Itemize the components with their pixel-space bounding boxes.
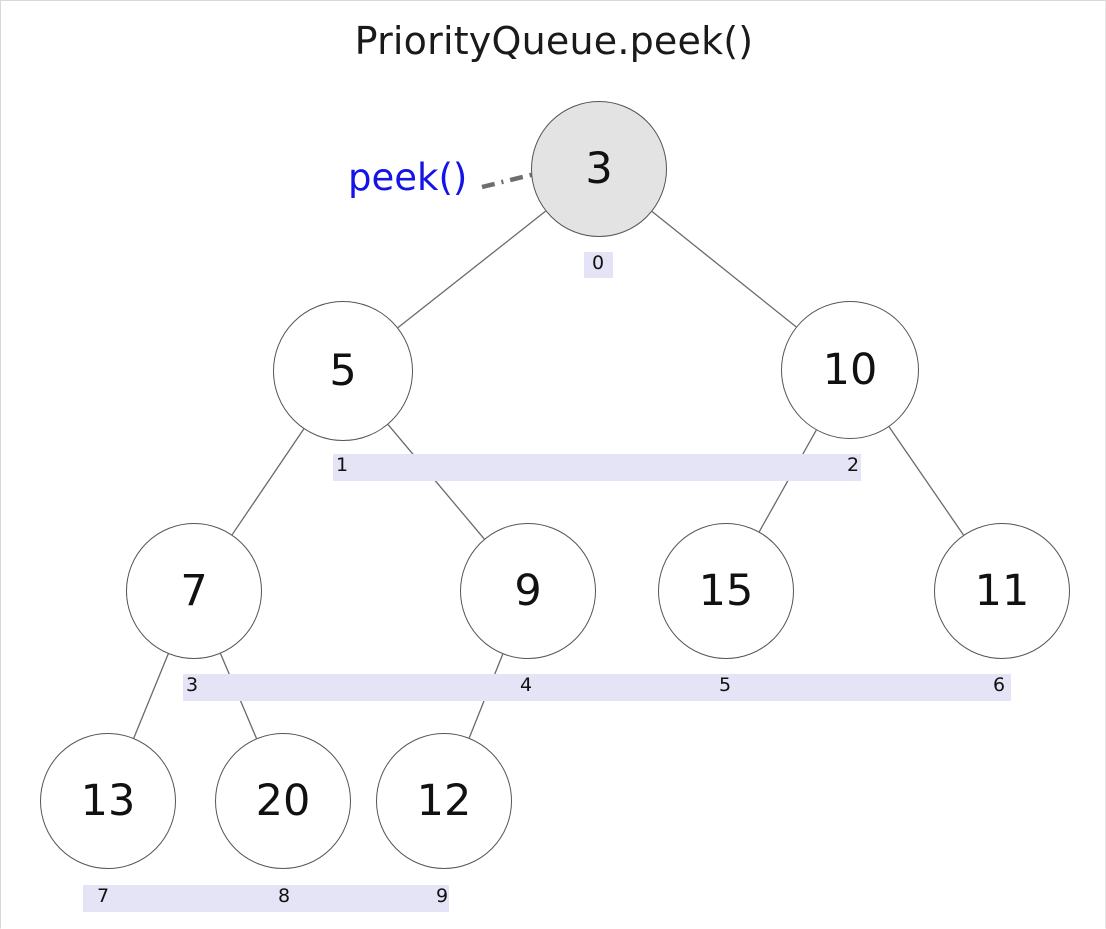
node-value: 12: [416, 775, 472, 826]
node-value: 9: [514, 565, 542, 616]
array-index-label-0: 0: [591, 252, 606, 274]
node-value: 5: [329, 345, 357, 396]
tree-edge-1-3: [231, 428, 305, 536]
array-index-label-4: 4: [519, 674, 534, 696]
tree-edge-0-2: [651, 210, 797, 328]
node-value: 15: [698, 565, 754, 616]
array-index-label-7: 7: [96, 885, 111, 907]
tree-node-2[interactable]: 10: [781, 301, 919, 439]
array-index-label-9: 9: [435, 885, 450, 907]
page-title: PriorityQueue.peek(): [354, 19, 754, 63]
tree-node-5[interactable]: 15: [658, 523, 794, 659]
tree-node-7[interactable]: 13: [40, 733, 176, 869]
peek-annotation-label: peek(): [348, 156, 468, 199]
tree-node-6[interactable]: 11: [934, 523, 1070, 659]
tree-node-9[interactable]: 12: [376, 733, 512, 869]
node-value: 7: [180, 565, 208, 616]
node-value: 10: [822, 344, 878, 395]
index-band-level-3: [83, 885, 449, 912]
index-band-level-1: [333, 454, 861, 481]
node-value: 13: [80, 775, 136, 826]
array-index-label-1: 1: [335, 454, 350, 476]
tree-edge-3-7: [133, 653, 169, 739]
tree-node-8[interactable]: 20: [215, 733, 351, 869]
tree-node-4[interactable]: 9: [460, 523, 596, 659]
tree-edge-0-1: [397, 210, 547, 329]
tree-edges: [133, 210, 965, 739]
node-value: 3: [585, 143, 613, 194]
tree-edge-1-4: [387, 424, 485, 540]
array-index-label-6: 6: [992, 674, 1007, 696]
array-index-label-5: 5: [718, 674, 733, 696]
tree-edge-2-6: [888, 426, 965, 536]
node-value: 11: [974, 565, 1030, 616]
array-index-label-2: 2: [846, 454, 861, 476]
tree-node-1[interactable]: 5: [273, 301, 413, 441]
node-value: 20: [255, 775, 311, 826]
tree-node-3[interactable]: 7: [126, 523, 262, 659]
tree-node-0[interactable]: 3: [531, 101, 667, 237]
index-band-level-2: [183, 674, 1011, 701]
array-index-label-8: 8: [277, 885, 292, 907]
array-index-label-3: 3: [185, 674, 200, 696]
